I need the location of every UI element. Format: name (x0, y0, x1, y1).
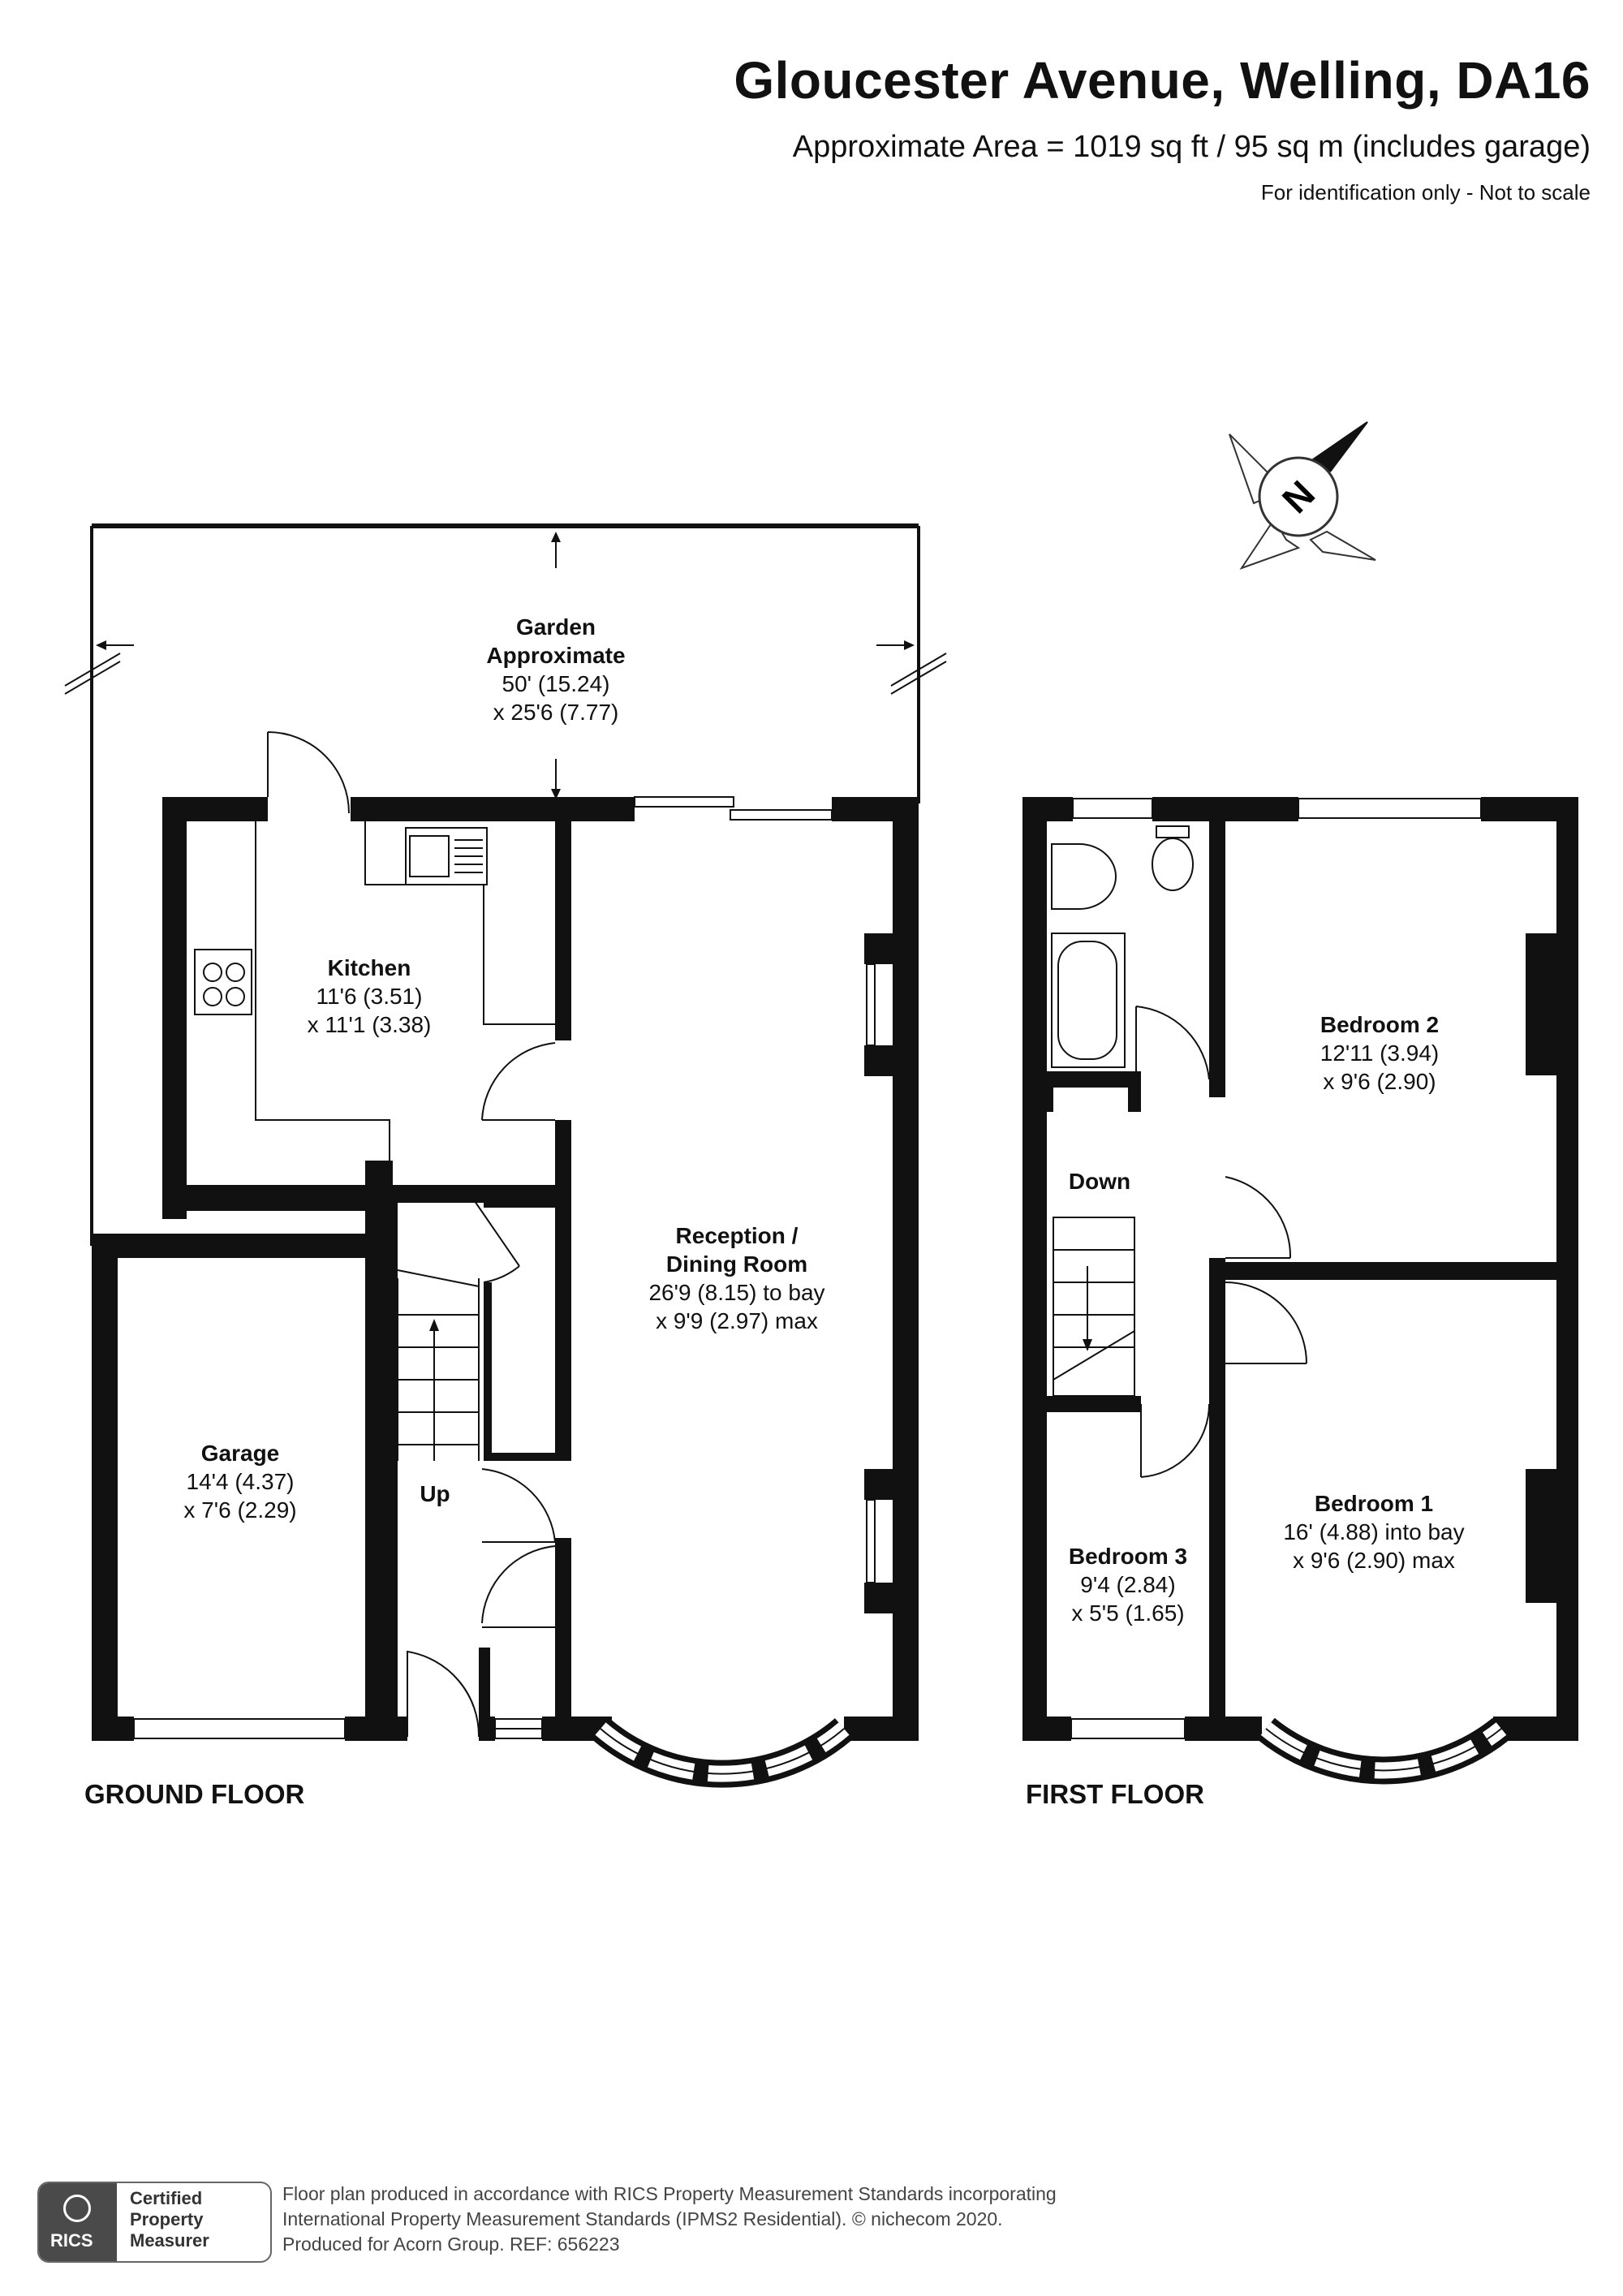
kitchen-label: Kitchen 11'6 (3.51) x 11'1 (3.38) (308, 955, 432, 1037)
reception-label: Reception / Dining Room 26'9 (8.15) to b… (648, 1223, 824, 1333)
bedroom2-label: Bedroom 2 12'11 (3.94) x 9'6 (2.90) (1320, 1012, 1439, 1094)
scale-disclaimer: For identification only - Not to scale (1260, 180, 1591, 205)
bedroom2-width: x 9'6 (2.90) (1323, 1069, 1436, 1094)
rics-logo-text: RICS (50, 2230, 93, 2251)
garden-width: x 25'6 (7.77) (493, 700, 619, 725)
badge-line-1: Certified (130, 2188, 203, 2208)
bedroom2-length: 12'11 (3.94) (1320, 1040, 1439, 1066)
bedroom3-length: 9'4 (2.84) (1080, 1572, 1175, 1597)
garage-length: 14'4 (4.37) (187, 1469, 295, 1494)
ground-floor-fittings (133, 731, 876, 1739)
footer-line-2: International Property Measurement Stand… (282, 2208, 1003, 2229)
footer-notes: Floor plan produced in accordance with R… (282, 2182, 1057, 2257)
footer-line-3: Produced for Acorn Group. REF: 656223 (282, 2234, 620, 2255)
badge-text: Certified Property Measurer (130, 2188, 209, 2251)
rics-logo: RICS (39, 2183, 117, 2261)
reception-width: x 9'9 (2.97) max (656, 1308, 818, 1333)
garden-label: Garden Approximate 50' (15.24) x 25'6 (7… (486, 614, 625, 725)
ground-floor-label: GROUND FLOOR (84, 1779, 304, 1809)
bedroom3-name: Bedroom 3 (1069, 1544, 1187, 1569)
ground-bay-window (591, 1718, 854, 1788)
garden-area (64, 523, 947, 1246)
garden-name: Garden (516, 614, 596, 640)
kitchen-length: 11'6 (3.51) (316, 984, 423, 1009)
bedroom1-label: Bedroom 1 16' (4.88) into bay x 9'6 (2.9… (1283, 1491, 1464, 1573)
reception-name: Reception / (676, 1223, 799, 1248)
badge-line-3: Measurer (130, 2230, 209, 2251)
reception-length: 26'9 (8.15) to bay (648, 1280, 824, 1305)
stairs-down-arrow-icon (1083, 1339, 1092, 1351)
ground-floor-walls (92, 797, 919, 1741)
rics-certified-badge: RICS Certified Property Measurer (37, 2182, 272, 2263)
garage-name: Garage (201, 1441, 280, 1466)
stairs-up-arrow-icon (429, 1319, 439, 1331)
footer-line-1: Floor plan produced in accordance with R… (282, 2183, 1057, 2204)
kitchen-name: Kitchen (328, 955, 411, 980)
stairs-up-label: Up (420, 1481, 450, 1506)
bedroom3-label: Bedroom 3 9'4 (2.84) x 5'5 (1.65) (1069, 1544, 1187, 1626)
area-summary: Approximate Area = 1019 sq ft / 95 sq m … (792, 130, 1591, 164)
bedroom1-length: 16' (4.88) into bay (1283, 1519, 1464, 1544)
garage-width: x 7'6 (2.29) (183, 1497, 296, 1523)
first-floor-label: FIRST FLOOR (1026, 1779, 1204, 1809)
bedroom3-width: x 5'5 (1.65) (1071, 1600, 1184, 1626)
stairs-down-label: Down (1069, 1169, 1130, 1194)
garage-label: Garage 14'4 (4.37) x 7'6 (2.29) (183, 1441, 296, 1523)
first-floor-fittings (1023, 798, 1482, 1739)
bedroom1-name: Bedroom 1 (1315, 1491, 1433, 1516)
compass-rose-icon: N (1229, 421, 1376, 570)
badge-line-2: Property (130, 2209, 204, 2229)
plan-title: Gloucester Avenue, Welling, DA16 (734, 51, 1591, 110)
reception-name-2: Dining Room (666, 1251, 807, 1277)
kitchen-width: x 11'1 (3.38) (308, 1012, 432, 1037)
garden-length: 50' (15.24) (502, 671, 610, 696)
bedroom1-width: x 9'6 (2.90) max (1293, 1548, 1455, 1573)
rics-emblem-icon (63, 2195, 91, 2222)
garden-approximate: Approximate (486, 643, 625, 668)
first-bay-window (1257, 1717, 1510, 1785)
first-floor-walls (1022, 797, 1578, 1741)
bedroom2-name: Bedroom 2 (1320, 1012, 1439, 1037)
